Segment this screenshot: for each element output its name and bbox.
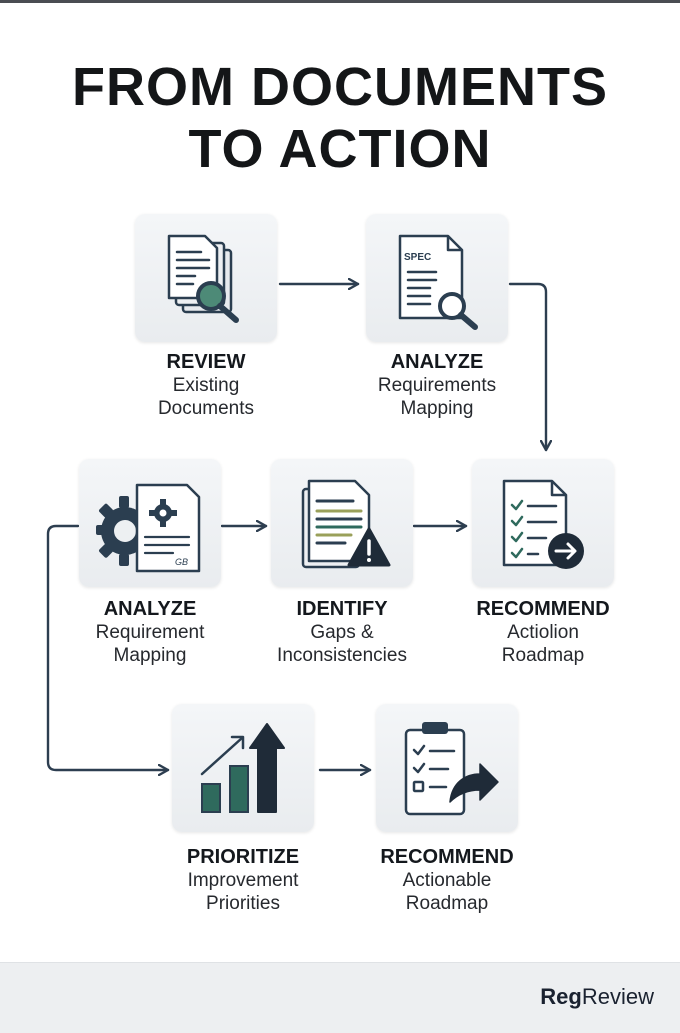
gear-document-icon: GB xyxy=(96,483,201,573)
step-heading: IDENTIFY xyxy=(296,598,388,620)
document-warning-icon xyxy=(301,479,391,569)
step-line-2: Documents xyxy=(157,398,255,419)
top-border xyxy=(0,0,680,3)
caption-identify: IDENTIFY Gaps & Inconsistencies xyxy=(242,597,442,667)
card-review xyxy=(135,214,277,342)
card-identify xyxy=(271,459,413,587)
caption-recommend-1: RECOMMEND Actiolion Roadmap xyxy=(443,597,643,667)
footer-bar: RegReview xyxy=(0,962,680,1033)
card-recommend-1 xyxy=(472,459,614,587)
brand-logo: RegReview xyxy=(540,984,654,1010)
step-line-1: Gaps & xyxy=(310,622,374,643)
title-line-2: TO ACTION xyxy=(188,119,492,179)
step-line-2: Priorities xyxy=(206,893,280,914)
step-line-1: Existing xyxy=(172,375,240,396)
title-line-1: FROM DOCUMENTS xyxy=(72,57,608,117)
caption-recommend-2: RECOMMEND Actionable Roadmap xyxy=(347,845,547,915)
small-gear-icon xyxy=(149,499,177,527)
step-heading: RECOMMEND xyxy=(476,598,610,620)
step-line-2: Inconsistencies xyxy=(277,645,407,666)
step-line-2: Mapping xyxy=(113,645,187,666)
document-magnifier-icon xyxy=(167,234,239,323)
step-line-1: Requirement xyxy=(95,622,205,643)
step-heading: PRIORITIZE xyxy=(186,846,300,868)
card-analyze-requirement: GB xyxy=(79,459,221,587)
spec-document-search-icon: SPEC xyxy=(398,234,478,330)
card-prioritize xyxy=(172,704,314,832)
step-line-1: Actiolion xyxy=(507,622,579,643)
step-line-1: Actionable xyxy=(402,870,492,891)
clipboard-checklist-share-icon xyxy=(404,722,499,816)
step-line-1: Improvement xyxy=(187,870,299,891)
step-line-2: Roadmap xyxy=(405,893,489,914)
caption-prioritize: PRIORITIZE Improvement Priorities xyxy=(143,845,343,915)
page-title: FROM DOCUMENTS TO ACTION xyxy=(0,56,680,180)
step-heading: ANALYZE xyxy=(103,598,197,620)
brand-part-2: Review xyxy=(581,984,654,1009)
spec-label: SPEC xyxy=(404,252,431,263)
bar-chart-growth-icon xyxy=(200,723,285,813)
card-recommend-2 xyxy=(376,704,518,832)
caption-analyze-requirements: ANALYZE Requirements Mapping xyxy=(337,350,537,420)
caption-review: REVIEW Existing Documents xyxy=(106,350,306,420)
step-line-2: Mapping xyxy=(400,398,474,419)
step-heading: REVIEW xyxy=(166,351,246,373)
step-heading: ANALYZE xyxy=(390,351,484,373)
gb-label: GB xyxy=(175,557,188,567)
checklist-arrow-icon xyxy=(502,479,584,569)
step-heading: RECOMMEND xyxy=(380,846,514,868)
step-line-2: Roadmap xyxy=(501,645,585,666)
step-line-1: Requirements xyxy=(377,375,497,396)
caption-analyze-requirement: ANALYZE Requirement Mapping xyxy=(50,597,250,667)
brand-part-1: Reg xyxy=(540,984,582,1009)
card-analyze-requirements: SPEC xyxy=(366,214,508,342)
